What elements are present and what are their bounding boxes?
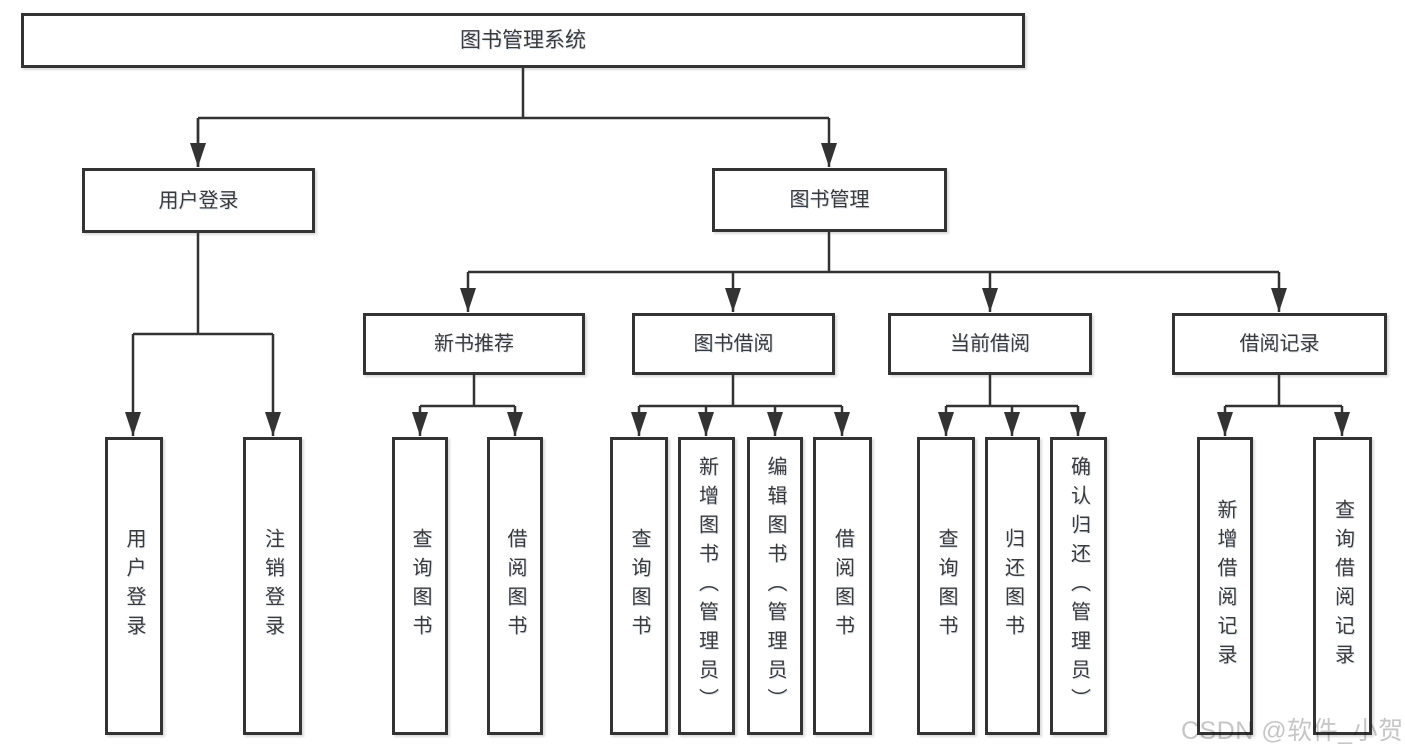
leaf-logout: 注销登录: [243, 437, 302, 735]
leaf-label: 借阅图书: [831, 528, 854, 644]
node-new-book-recommend: 新书推荐: [363, 313, 585, 375]
leaf-query-books-borrow: 查询图书: [610, 437, 668, 735]
connector-trunks: [133, 68, 1342, 408]
connector-arrows: [125, 118, 1350, 436]
node-current-borrow: 当前借阅: [888, 313, 1092, 375]
leaf-edit-books-admin: 编辑图书（管理员）: [747, 437, 803, 735]
node-label: 图书管理系统: [460, 29, 586, 52]
leaf-query-books-recommend: 查询图书: [392, 437, 448, 735]
node-label: 图书借阅: [693, 333, 774, 355]
node-book-borrow: 图书借阅: [632, 313, 835, 375]
leaf-confirm-return-admin: 确认归还（管理员）: [1050, 437, 1107, 735]
node-book-management-branch: 图书管理: [712, 168, 947, 232]
node-label: 用户登录: [158, 189, 239, 212]
leaf-return-books: 归还图书: [985, 437, 1040, 735]
leaf-label: 借阅图书: [504, 528, 526, 644]
node-borrow-records: 借阅记录: [1172, 313, 1387, 375]
node-label: 图书管理: [789, 189, 870, 211]
leaf-add-borrow-record: 新增借阅记录: [1197, 437, 1253, 735]
leaf-label: 查询图书: [935, 528, 957, 644]
leaf-borrow-books: 借阅图书: [813, 437, 872, 735]
node-label: 借阅记录: [1239, 333, 1320, 355]
node-user-login-branch: 用户登录: [82, 168, 315, 233]
leaf-label: 查询图书: [628, 528, 650, 644]
node-library-management-system: 图书管理系统: [21, 13, 1025, 68]
node-label: 当前借阅: [950, 333, 1030, 355]
leaf-label: 编辑图书（管理员）: [764, 455, 786, 717]
node-label: 新书推荐: [434, 333, 514, 355]
leaf-label: 注销登录: [261, 528, 284, 644]
leaf-label: 确认归还（管理员）: [1067, 455, 1090, 717]
leaf-label: 归还图书: [1001, 528, 1024, 644]
leaf-query-books-current: 查询图书: [917, 437, 975, 735]
leaf-label: 用户登录: [123, 528, 145, 644]
leaf-add-books-admin: 新增图书（管理员）: [678, 437, 735, 735]
leaf-query-borrow-record: 查询借阅记录: [1313, 437, 1372, 735]
leaf-label: 查询图书: [409, 528, 431, 644]
leaf-label: 新增借阅记录: [1214, 499, 1236, 673]
leaf-user-login: 用户登录: [105, 437, 163, 735]
leaf-borrow-books-recommend: 借阅图书: [487, 437, 543, 735]
leaf-label: 查询借阅记录: [1331, 499, 1354, 673]
leaf-label: 新增图书（管理员）: [695, 455, 718, 717]
